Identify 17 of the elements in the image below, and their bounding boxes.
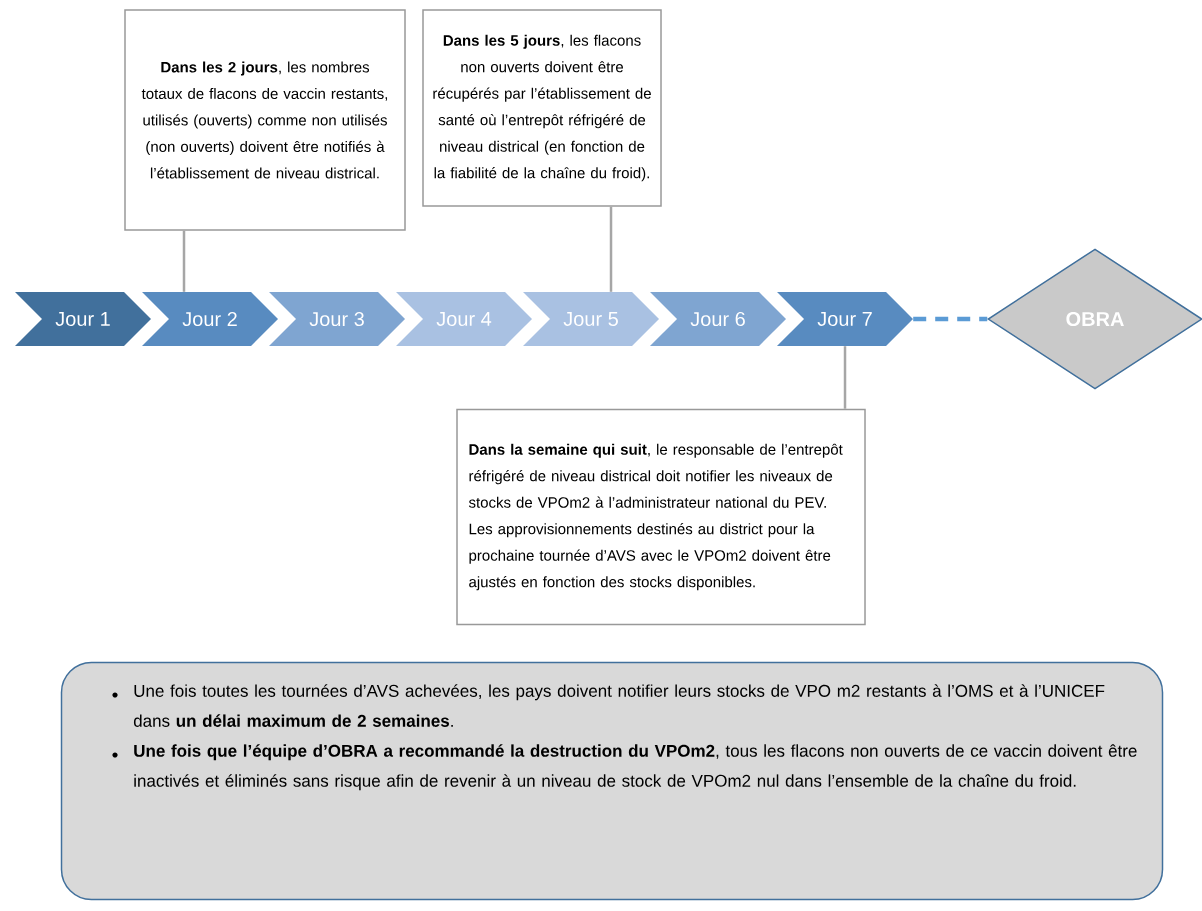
leader-line	[609, 206, 613, 292]
bullet-text: Une fois que l’équipe d’OBRA a recommandé la destruction du VPOm2, tous les flacons non ouverts de ce vaccin doivent être inactivés et éliminés sans risque afin de revenir à un niveau de stock de VPOm2 nul dans l’ensemble de la chaîne du froid.	[134, 744, 1137, 791]
callout-box: Dans les 2 jours, les nombres totaux de flacons de vaccin restants, utilisés (ouverts) comme non utilisés (non ouverts) doivent être notifiés à l’établissement de niveau districal.	[124, 9, 406, 231]
chevron-step: Jour 7	[777, 292, 913, 346]
chevron-step: Jour 1	[15, 292, 151, 346]
leader-line	[843, 346, 847, 409]
callout-box: Dans les 5 jours, les flacons non ouverts doivent être récupérés par l’établissement de santé où l’entrepôt réfrigéré de niveau districal (en fonction de la fiabilité de la chaîne du froid).	[422, 9, 662, 207]
chevron-step: Jour 2	[142, 292, 278, 346]
note-panel	[60, 661, 1164, 901]
chevron-step: Jour 5	[523, 292, 659, 346]
chevron-step: Jour 6	[650, 292, 786, 346]
chevron-step: Jour 4	[396, 292, 532, 346]
leader-line	[182, 230, 186, 292]
dashed-connector	[913, 316, 988, 322]
bullet-text: Une fois toutes les tournées d’AVS achevées, les pays doivent notifier leurs stocks de VPO m2 restants à l’OMS et à l’UNICEF dans un délai maximum de 2 semaines.	[133, 684, 1105, 727]
callout-box: Dans la semaine qui suit, le responsable de l’entrepôt réfrigéré de niveau districal doit notifier les niveaux de stocks de VPOm2 à l’administrateur national du PEV. Les approvisionnements destinés au district pour la prochaine tournée d’AVS avec le VPOm2 doivent être ajustés en fonction des stocks disponibles.	[456, 408, 866, 626]
chevron-step: Jour 3	[269, 292, 405, 346]
